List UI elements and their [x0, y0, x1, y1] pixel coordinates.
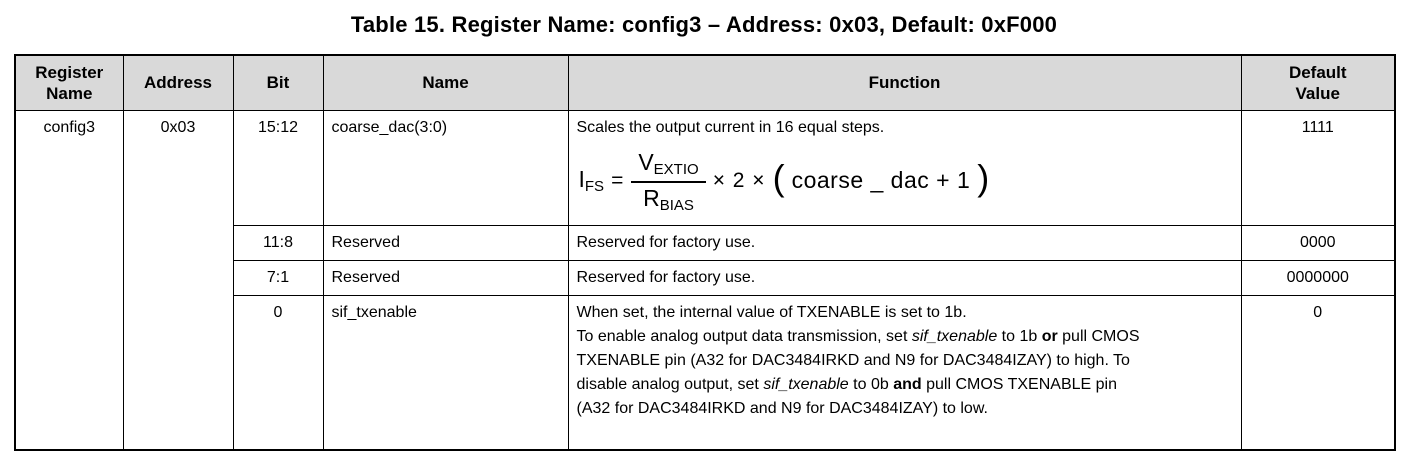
- header-cell-register-name: Register Name: [14, 54, 124, 111]
- formula-denominator: RBIAS: [643, 183, 694, 213]
- header-label-name: Name: [422, 73, 469, 93]
- formula-denominator-base: R: [643, 184, 660, 211]
- bitfield-row-7-1: 7:1 Reserved Reserved for factory use. 0…: [15, 259, 1396, 296]
- function-text-block: When set, the internal value of TXENABLE…: [577, 301, 1145, 421]
- formula-numerator-subscript: EXTIO: [653, 160, 699, 178]
- header-cell-default-value: Default Value: [1240, 54, 1396, 111]
- default-value-cell: 0000000: [1240, 259, 1396, 296]
- function-cell: Reserved for factory use.: [567, 224, 1242, 261]
- default-value-cell: 0: [1240, 294, 1396, 451]
- header-label-default-value: Default Value: [1288, 62, 1347, 103]
- formula-result-base: I: [578, 165, 585, 192]
- bit-cell: 15:12: [232, 109, 324, 226]
- default-value-cell: 0000: [1240, 224, 1396, 261]
- function-cell: Reserved for factory use.: [567, 259, 1242, 296]
- function-cell: When set, the internal value of TXENABLE…: [567, 294, 1242, 451]
- header-label-address: Address: [143, 73, 213, 93]
- function-paragraph-2: To enable analog output data transmissio…: [576, 327, 1140, 417]
- header-label-bit: Bit: [266, 73, 290, 93]
- header-label-register-name: Register Name: [35, 62, 104, 103]
- address-cell: 0x03: [122, 109, 234, 451]
- ifs-formula: IFS = VEXTIO RBIAS × 2 × ( coarse _ dac …: [578, 148, 1233, 213]
- formula-numerator-base: V: [638, 148, 654, 175]
- bit-cell: 0: [232, 294, 324, 451]
- field-name-cell: Reserved: [322, 224, 569, 261]
- header-row: Register Name Address Bit Name Function …: [14, 54, 1396, 111]
- header-cell-name: Name: [322, 54, 569, 111]
- function-cell: Scales the output current in 16 equal st…: [567, 109, 1242, 226]
- field-name-cell: Reserved: [322, 259, 569, 296]
- header-label-function: Function: [868, 73, 941, 93]
- function-line-1: When set, the internal value of TXENABLE…: [576, 303, 967, 321]
- register-name-cell: config3: [14, 109, 124, 451]
- formula-open-paren: (: [772, 157, 785, 199]
- formula-fraction: VEXTIO RBIAS: [631, 148, 706, 213]
- function-text: Scales the output current in 16 equal st…: [576, 118, 885, 136]
- bitfield-row-11-8: 11:8 Reserved Reserved for factory use. …: [15, 224, 1396, 261]
- field-name-cell: coarse_dac(3:0): [322, 109, 569, 226]
- header-cell-bit: Bit: [232, 54, 324, 111]
- bitfield-row-0: 0 sif_txenable When set, the internal va…: [15, 294, 1396, 451]
- header-cell-function: Function: [567, 54, 1242, 111]
- bit-cell: 7:1: [232, 259, 324, 296]
- formula-argument: coarse _ dac + 1: [791, 167, 971, 193]
- formula-result: IFS: [578, 165, 605, 195]
- formula-denominator-subscript: BIAS: [659, 196, 694, 214]
- formula-close-paren: ): [977, 157, 990, 199]
- formula-numerator: VEXTIO: [631, 148, 706, 183]
- register-table: Register Name Address Bit Name Function …: [14, 54, 1396, 451]
- field-name-cell: sif_txenable: [322, 294, 569, 451]
- formula-result-subscript: FS: [584, 177, 605, 195]
- bitfield-row-15-12: config3 0x03 15:12 coarse_dac(3:0) Scale…: [14, 109, 1396, 451]
- bit-cell: 11:8: [232, 224, 324, 261]
- formula-equals: =: [611, 169, 625, 192]
- default-value-cell: 1111: [1240, 109, 1396, 226]
- table-title: Table 15. Register Name: config3 – Addre…: [350, 12, 1058, 37]
- formula-multiplier: × 2 ×: [712, 169, 766, 192]
- header-cell-address: Address: [122, 54, 234, 111]
